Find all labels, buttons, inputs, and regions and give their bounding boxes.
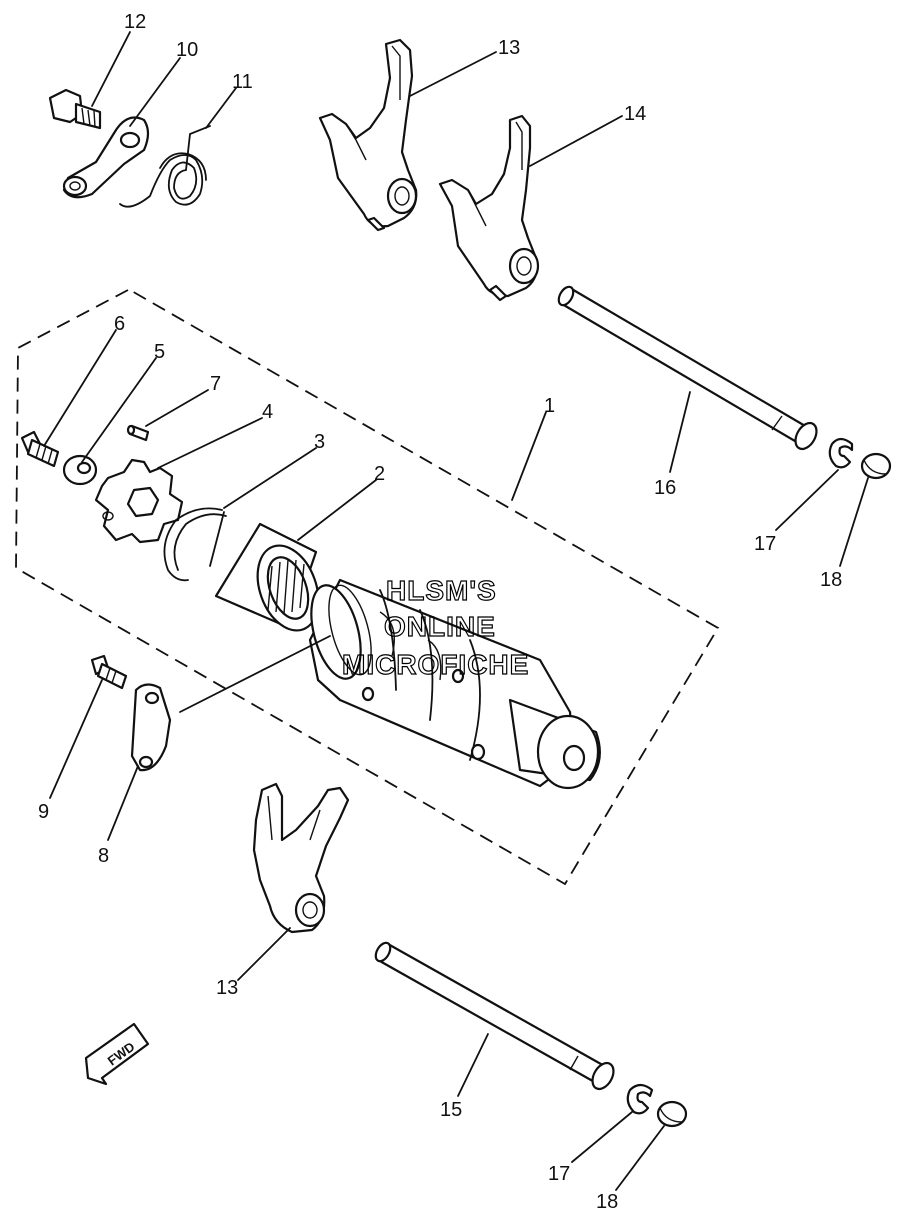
part-2-bearing xyxy=(214,522,320,632)
part-14-shift-fork xyxy=(438,114,540,302)
part-16-shift-fork-guide-bar xyxy=(557,285,818,451)
callout-4: 4 xyxy=(262,401,273,423)
callout-17-lower: 17 xyxy=(548,1163,570,1185)
part-13-shift-fork-upper xyxy=(318,38,418,232)
part-13-shift-fork-lower xyxy=(252,782,350,934)
callout-15: 15 xyxy=(440,1099,462,1121)
part-11-torsion-spring xyxy=(119,125,211,208)
callout-1: 1 xyxy=(544,395,555,417)
callout-10: 10 xyxy=(176,39,198,61)
callout-8: 8 xyxy=(98,845,109,867)
part-3-circlip-ring xyxy=(163,507,227,582)
part-12-bolt xyxy=(48,88,102,130)
callout-17-upper: 17 xyxy=(754,533,776,555)
assembly-boundary-dashed xyxy=(15,289,720,886)
watermark-line-2: ONLINE xyxy=(384,611,496,642)
part-5-washer xyxy=(62,454,98,486)
watermark-line-1: HLSM'S xyxy=(386,575,497,606)
part-18-cap-upper xyxy=(860,452,892,480)
callout-13-lower: 13 xyxy=(216,977,238,999)
watermark-line-3: MICROFICHE xyxy=(342,649,529,680)
part-7-dowel-pin xyxy=(126,424,150,442)
part-4-segment xyxy=(94,458,184,544)
part-17-circlip-lower xyxy=(626,1083,654,1115)
callout-18-lower: 18 xyxy=(596,1191,618,1213)
callout-7: 7 xyxy=(210,373,221,395)
callout-5: 5 xyxy=(154,341,165,363)
callout-numbers: 12 10 11 13 14 6 5 7 4 3 2 1 16 17 18 9 … xyxy=(38,11,842,1213)
callout-3: 3 xyxy=(314,431,325,453)
part-6-screw xyxy=(20,430,60,468)
callout-16: 16 xyxy=(654,477,676,499)
callout-9: 9 xyxy=(38,801,49,823)
callout-6: 6 xyxy=(114,313,125,335)
callout-11: 11 xyxy=(232,71,253,93)
callout-18-upper: 18 xyxy=(820,569,842,591)
callout-12: 12 xyxy=(124,11,146,33)
part-10-stopper-lever xyxy=(62,116,150,199)
part-8-stopper-plate xyxy=(130,683,172,772)
callout-2: 2 xyxy=(374,463,385,485)
fwd-arrow-icon: FWD xyxy=(84,1022,150,1086)
part-1-shift-drum xyxy=(308,578,601,790)
watermark: HLSM'S ONLINE MICROFICHE xyxy=(341,574,529,680)
part-18-cap-lower xyxy=(656,1100,688,1128)
part-9-screw xyxy=(90,654,128,690)
leader-lines xyxy=(43,31,869,1191)
callout-13-upper: 13 xyxy=(498,37,520,59)
part-17-circlip-upper xyxy=(828,437,854,469)
callout-14: 14 xyxy=(624,103,646,125)
part-15-shift-fork-guide-bar xyxy=(374,941,615,1091)
